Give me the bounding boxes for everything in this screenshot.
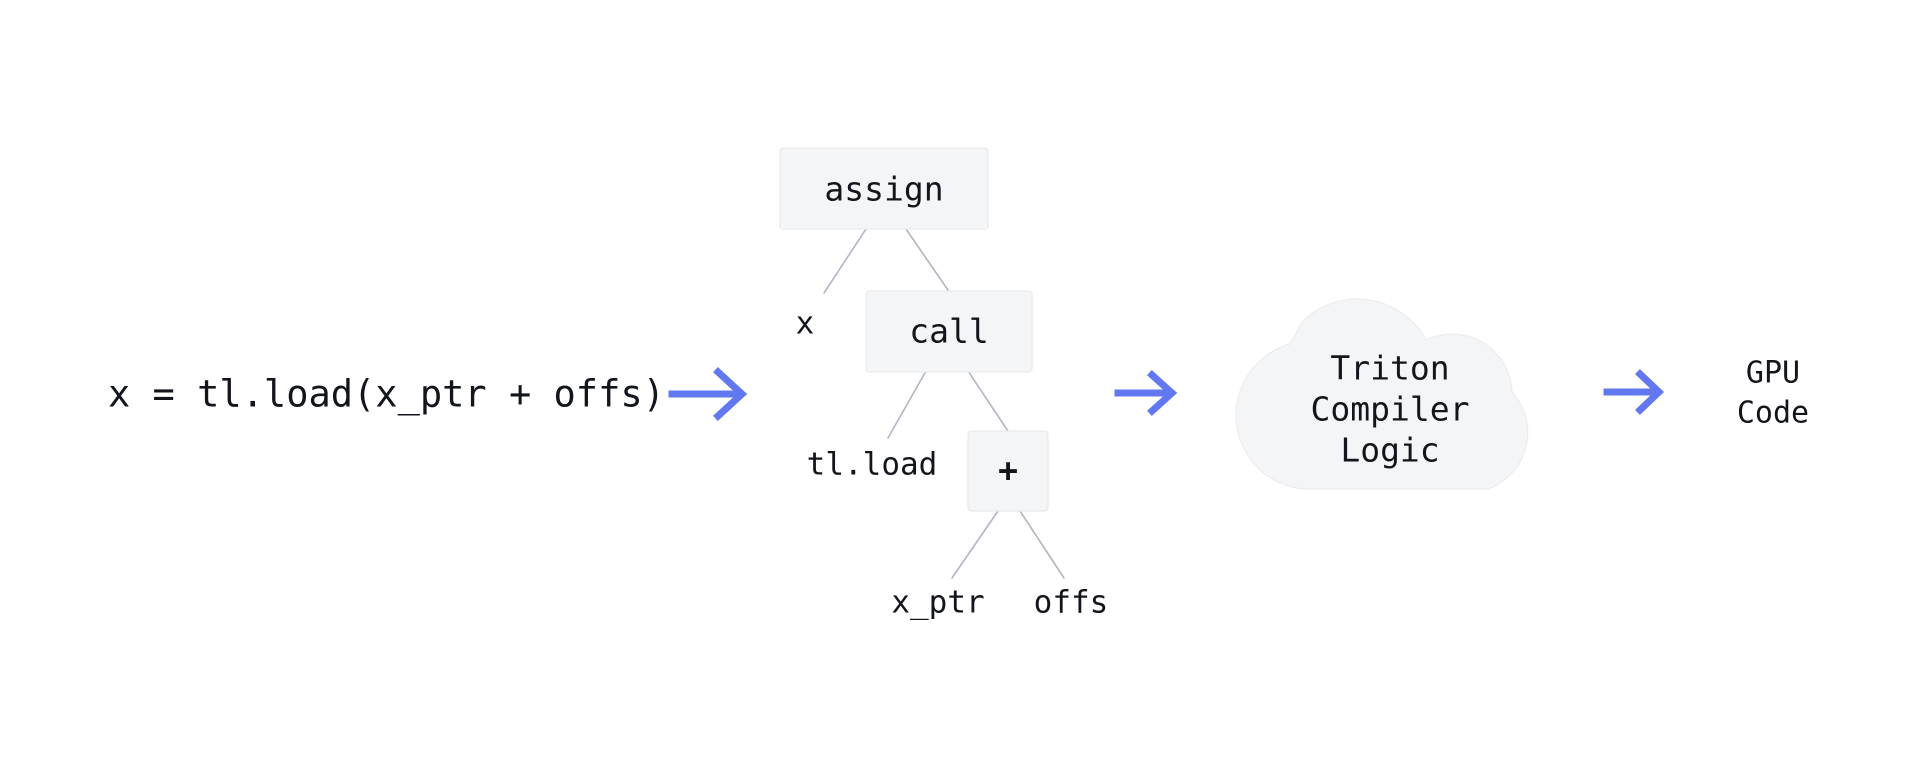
gpu-code-output: GPU Code bbox=[1737, 356, 1809, 431]
ast-node-call-box[interactable] bbox=[865, 290, 1033, 373]
edge-call-tlload bbox=[887, 370, 927, 439]
ast-node-call-label: call bbox=[909, 312, 988, 351]
compiler-cloud[interactable]: Triton Compiler Logic bbox=[1235, 298, 1529, 490]
ast-edges bbox=[823, 228, 1065, 579]
edge-assign-x bbox=[823, 228, 867, 294]
edge-assign-call bbox=[905, 228, 951, 294]
arrow-source-to-ast-icon bbox=[668, 367, 748, 421]
ast-node-assign-label: assign bbox=[824, 170, 943, 209]
compiler-cloud-line-3: Logic bbox=[1340, 431, 1439, 470]
ast-node-plus-box[interactable] bbox=[967, 430, 1049, 512]
compiler-cloud-line-1: Triton bbox=[1330, 349, 1449, 388]
ast-node-plus-label: + bbox=[998, 451, 1018, 490]
compiler-cloud-line-2: Compiler bbox=[1311, 390, 1470, 429]
ast-leaf-tl-load-label: tl.load bbox=[807, 447, 938, 483]
ast-leaf-x-ptr-label: x_ptr bbox=[891, 585, 984, 621]
ast-leaf-x-label: x bbox=[796, 306, 815, 342]
edge-plus-offs bbox=[1019, 510, 1065, 579]
ast-leaf-offs-label: offs bbox=[1034, 585, 1109, 621]
ast-node-assign[interactable]: assign bbox=[779, 147, 989, 230]
ast-node-plus[interactable]: + bbox=[967, 430, 1049, 512]
gpu-code-line-2: Code bbox=[1737, 396, 1809, 431]
source-code-expression: x = tl.load(x_ptr + offs) bbox=[108, 373, 665, 417]
arrow-compiler-to-output-icon bbox=[1603, 369, 1665, 415]
edge-plus-xptr bbox=[951, 510, 999, 579]
gpu-code-line-1: GPU bbox=[1746, 356, 1800, 391]
edge-call-plus bbox=[967, 370, 1011, 435]
ast-node-assign-box[interactable] bbox=[779, 147, 989, 230]
cloud-shape-icon bbox=[1235, 298, 1529, 490]
ast-node-call[interactable]: call bbox=[865, 290, 1033, 373]
arrow-ast-to-compiler-icon bbox=[1114, 370, 1178, 416]
